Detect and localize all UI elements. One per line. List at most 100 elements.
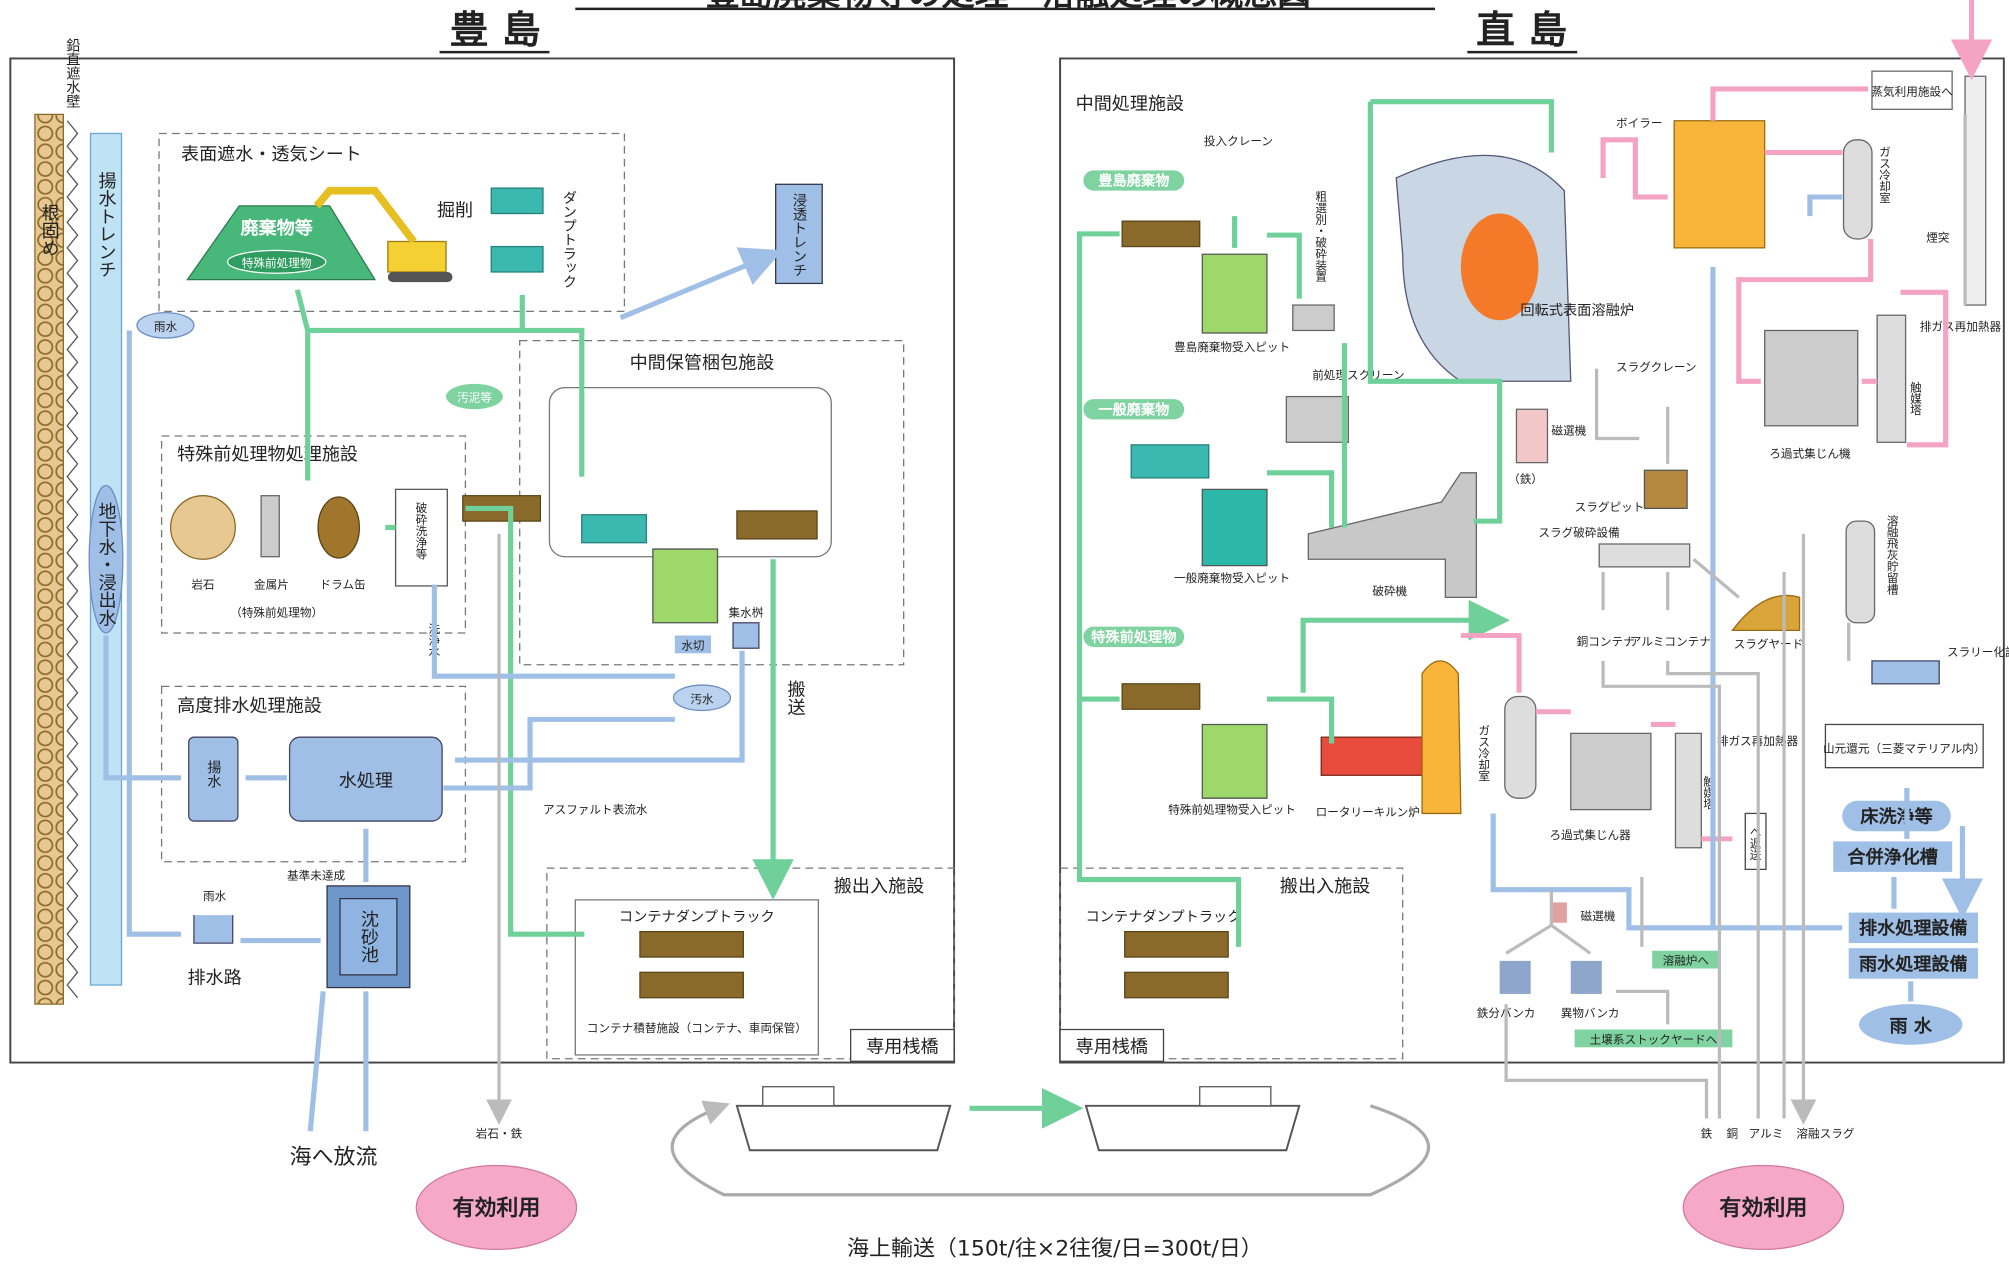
carry-box-naoshima bbox=[1059, 867, 1404, 1060]
rock-label: 岩石 bbox=[191, 578, 214, 592]
sludge-pill bbox=[446, 383, 503, 410]
rain-label: 雨 水 bbox=[1890, 1015, 1934, 1037]
drain-equip-label: 排水処理設備 bbox=[1859, 917, 1968, 939]
below-std-label: 基準未達成 bbox=[287, 869, 346, 883]
water-treatment-label: 水処理 bbox=[339, 771, 393, 792]
transport-label: 搬送 bbox=[784, 680, 805, 716]
general-waste-pill-label: 一般廃棄物 bbox=[1098, 401, 1169, 418]
to-yard-box bbox=[1574, 1029, 1733, 1048]
storage-pit bbox=[652, 548, 719, 624]
effective-use-naoshima bbox=[1682, 1164, 1845, 1251]
special-pre-pill bbox=[1083, 626, 1185, 647]
ship-right-icon bbox=[1084, 1086, 1301, 1152]
output-alumi: アルミ bbox=[1749, 1127, 1784, 1141]
special-box bbox=[160, 435, 467, 634]
collect-tank-label: 集水桝 bbox=[729, 606, 764, 620]
pump-water-box bbox=[188, 736, 239, 822]
teshima-waste-pill-label: 豊島廃棄物 bbox=[1098, 173, 1169, 190]
special-pit-label: 特殊前処理物受入ピット bbox=[1168, 803, 1296, 817]
effective-use-naoshima-label: 有効利用 bbox=[1719, 1195, 1807, 1221]
gas-cool2-label: ガス冷却室 bbox=[1477, 724, 1491, 781]
waste-label: 廃棄物等 bbox=[240, 217, 312, 239]
teshima-pit bbox=[1201, 253, 1268, 334]
teshima-green-flow bbox=[294, 289, 773, 937]
naoshima-green-flow bbox=[1076, 99, 1554, 947]
steam-label: 蒸気利用施設へ bbox=[1871, 84, 1952, 98]
groundwater-label: 地下水・浸出水 bbox=[95, 502, 116, 627]
infiltration-trench-label: 浸透トレンチ bbox=[791, 193, 807, 277]
excavation-label: 掘削 bbox=[437, 200, 473, 221]
teshima-pit-label: 豊島廃棄物受入ピット bbox=[1174, 340, 1290, 354]
storage-truck-icon bbox=[736, 510, 818, 540]
drum-label: ドラム缶 bbox=[320, 578, 366, 592]
effective-use-teshima bbox=[415, 1164, 578, 1251]
discharge-label: 海へ放流 bbox=[290, 1145, 378, 1170]
main-title: 豊島廃棄物等の処理・溶融処理の概念図 bbox=[706, 0, 1311, 13]
special-note: （特殊前処理物） bbox=[230, 606, 323, 620]
foreign-bunker-icon bbox=[1570, 960, 1602, 994]
pier-box-naoshima bbox=[1059, 1028, 1165, 1062]
surface-sheet-box bbox=[158, 132, 626, 313]
magnet-icon bbox=[1515, 408, 1549, 464]
furnace-flame bbox=[1460, 213, 1539, 321]
rock-icon bbox=[170, 495, 236, 560]
container-transfer-label: コンテナ積替施設（コンテナ、車両保管） bbox=[587, 1021, 807, 1035]
asphalt-label: アスファルト表流水 bbox=[543, 803, 648, 817]
container-truck-3 bbox=[1124, 931, 1229, 958]
mine-return-label: 山元還元（三菱マテリアル内） bbox=[1823, 742, 1985, 756]
pre-treat-inner-label: 特殊前処理物 bbox=[242, 256, 312, 270]
root-fixing-label: 根固め bbox=[39, 203, 60, 257]
magnet2-label: 磁選機 bbox=[1580, 909, 1615, 923]
special-truck-icon bbox=[1121, 683, 1201, 710]
naoshima-gray-flow bbox=[1504, 114, 1967, 1118]
rain-equip-label: 雨水処理設備 bbox=[1859, 953, 1968, 975]
pre-treat-ellipse bbox=[226, 249, 327, 274]
pre-screen-box bbox=[1285, 395, 1350, 443]
drum-icon bbox=[317, 496, 361, 559]
container-truck-label-teshima: コンテナダンプトラック bbox=[619, 910, 775, 926]
output-slag: 溶融スラグ bbox=[1796, 1127, 1855, 1141]
floor-wash-pill bbox=[1842, 800, 1951, 832]
boiler-icon bbox=[1673, 120, 1766, 249]
metal-icon bbox=[260, 495, 280, 558]
kiln-chamber bbox=[1421, 660, 1462, 815]
root-fixing bbox=[34, 113, 64, 1005]
sorting-box bbox=[1292, 304, 1335, 332]
general-pit bbox=[1201, 488, 1268, 567]
pier-label-teshima: 専用桟橋 bbox=[866, 1037, 938, 1058]
slag-pit bbox=[1643, 469, 1688, 510]
dump-into-pit-icon bbox=[581, 514, 648, 544]
general-pit-label: 一般廃棄物受入ピット bbox=[1174, 571, 1290, 585]
rain-small-label: 雨水 bbox=[203, 889, 227, 903]
sea-return-arrow bbox=[670, 1100, 1431, 1197]
wash-crush-label: 破砕洗浄等 bbox=[414, 501, 428, 559]
dump-truck-label: ダンプトラック bbox=[561, 191, 577, 289]
return-label: へ返送 bbox=[1749, 826, 1763, 861]
chimney-label: 煙突 bbox=[1926, 231, 1950, 245]
pier-label-naoshima: 専用桟橋 bbox=[1076, 1037, 1148, 1058]
furnace-label: 回転式表面溶融炉 bbox=[1520, 303, 1634, 319]
exhaust-reheat2-icon bbox=[1674, 732, 1702, 849]
sea-transport-label: 海上輸送（150t/往×2往復/日=300t/日） bbox=[847, 1237, 1263, 1262]
outputs-row: 鉄 銅 アルミ 溶融スラグ bbox=[1701, 1127, 1855, 1141]
slag-yard-label: スラグヤード bbox=[1734, 637, 1804, 651]
drain-off-label: 水切 bbox=[681, 639, 704, 653]
boiler-label: ボイラー bbox=[1616, 116, 1662, 130]
mid-facility-label: 中間処理施設 bbox=[1076, 93, 1185, 114]
exhaust-reheat-label: 排ガス再加熱器 bbox=[1920, 320, 2002, 334]
bag-filter2-icon bbox=[1570, 732, 1652, 811]
wash-crush-box bbox=[394, 488, 448, 587]
carry-label-naoshima: 搬出入施設 bbox=[1280, 876, 1371, 897]
rain-pill-label: 雨水 bbox=[154, 320, 178, 334]
advanced-label: 高度排水処理施設 bbox=[177, 696, 322, 717]
gutter-label: 排水路 bbox=[187, 968, 241, 989]
container-truck-label-naoshima: コンテナダンプトラック bbox=[1086, 910, 1242, 926]
crusher-label: 破砕機 bbox=[1372, 584, 1407, 598]
pier-box-teshima bbox=[850, 1028, 955, 1062]
to-furnace-label: 溶融炉へ bbox=[1663, 954, 1709, 968]
excavator-icon bbox=[313, 186, 453, 283]
effective-use-teshima-label: 有効利用 bbox=[453, 1195, 541, 1221]
metal-label: 金属片 bbox=[254, 578, 289, 592]
slag-crusher-icon bbox=[1598, 543, 1691, 568]
iron-paren: （鉄） bbox=[1508, 472, 1543, 486]
